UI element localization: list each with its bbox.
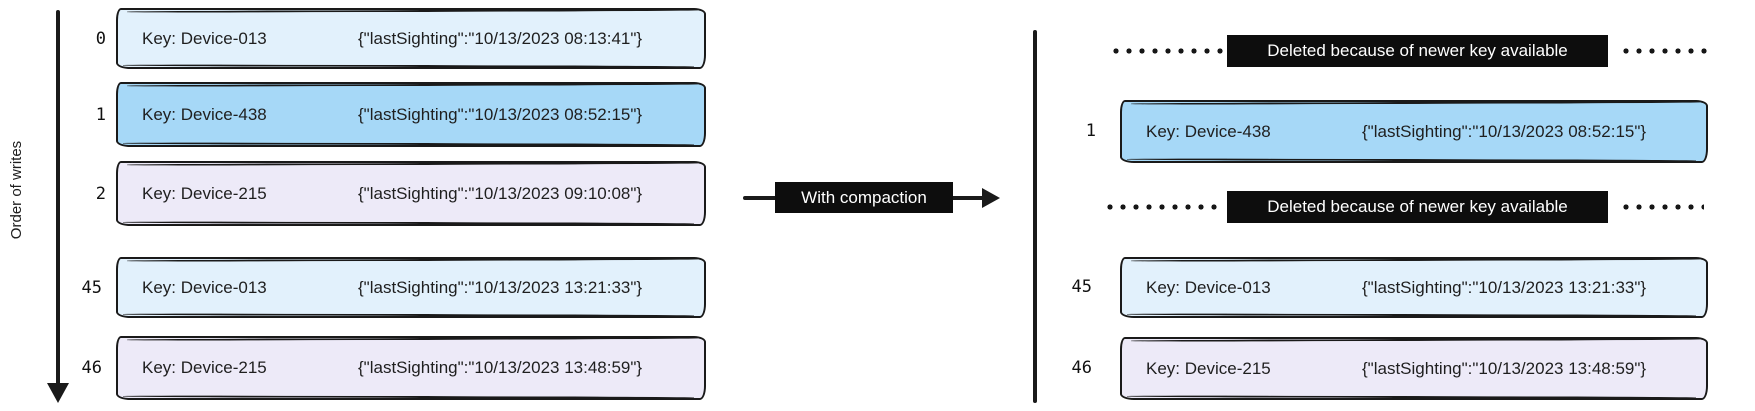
record-value: {"lastSighting":"10/13/2023 09:10:08"} (358, 183, 643, 203)
record-offset: 2 (95, 184, 106, 204)
record-offset: 1 (1085, 121, 1096, 141)
record-key: Key: Device-438 (1146, 121, 1271, 141)
log-record: Key: Device-013 {"lastSighting":"10/13/2… (116, 8, 706, 69)
record-key: Key: Device-215 (142, 358, 267, 377)
log-record: Key: Device-438 {"lastSighting":"10/13/2… (116, 82, 706, 147)
order-of-writes-axis-line (56, 10, 60, 385)
record-offset: 46 (81, 358, 102, 378)
record-offset: 45 (1071, 277, 1092, 297)
dotted-line (1110, 48, 1224, 54)
record-key: Key: Device-438 (142, 104, 267, 124)
log-record: Key: Device-438 {"lastSighting":"10/13/2… (1120, 100, 1708, 163)
deleted-label: Deleted because of newer key available (1227, 191, 1608, 223)
record-offset: 0 (95, 29, 106, 49)
record-value: {"lastSighting":"10/13/2023 13:48:59"} (358, 358, 643, 377)
log-record: Key: Device-215 {"lastSighting":"10/13/2… (1120, 337, 1708, 400)
record-key: Key: Device-013 (1146, 277, 1271, 297)
log-record: Key: Device-215 {"lastSighting":"10/13/2… (116, 161, 706, 226)
with-compaction-label: With compaction (775, 182, 953, 213)
record-value: {"lastSighting":"10/13/2023 08:13:41"} (358, 28, 643, 48)
record-offset: 46 (1071, 358, 1092, 378)
dotted-line (1620, 48, 1708, 54)
order-of-writes-label: Order of writes (8, 140, 25, 240)
record-value: {"lastSighting":"10/13/2023 08:52:15"} (358, 104, 643, 124)
arrow-right-head-icon (982, 188, 1000, 208)
record-key: Key: Device-013 (142, 28, 267, 48)
arrow-down-head-icon (47, 383, 69, 403)
record-value: {"lastSighting":"10/13/2023 13:48:59"} (1362, 358, 1647, 378)
record-key: Key: Device-013 (142, 277, 267, 297)
log-record: Key: Device-013 {"lastSighting":"10/13/2… (116, 257, 706, 318)
record-value: {"lastSighting":"10/13/2023 13:21:33"} (1362, 277, 1647, 297)
dotted-line (1620, 204, 1704, 210)
record-value: {"lastSighting":"10/13/2023 13:21:33"} (358, 277, 643, 297)
log-record: Key: Device-215 {"lastSighting":"10/13/2… (116, 336, 706, 400)
record-key: Key: Device-215 (1146, 358, 1271, 378)
record-value: {"lastSighting":"10/13/2023 08:52:15"} (1362, 121, 1647, 141)
dotted-line (1104, 204, 1224, 210)
deleted-label: Deleted because of newer key available (1227, 35, 1608, 67)
record-offset: 45 (81, 278, 102, 298)
record-offset: 1 (95, 105, 106, 125)
log-record: Key: Device-013 {"lastSighting":"10/13/2… (1120, 257, 1708, 318)
record-key: Key: Device-215 (142, 183, 267, 203)
compacted-log-axis-line (1033, 30, 1037, 403)
